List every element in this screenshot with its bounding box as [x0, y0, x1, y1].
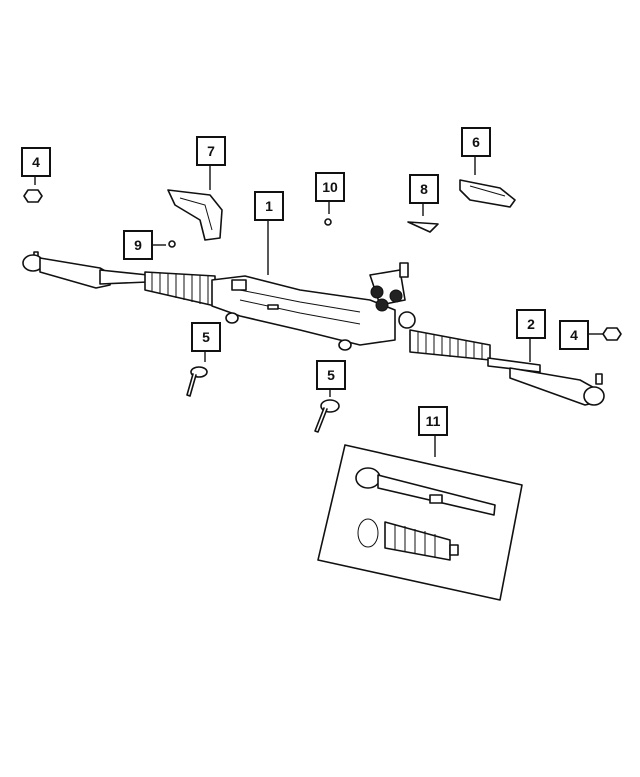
callout-4-left[interactable]: 4: [21, 147, 51, 177]
right-boot: [409, 329, 491, 361]
mounting-bolts: [186, 366, 340, 433]
callout-5-right[interactable]: 5: [316, 360, 346, 390]
left-boot: [144, 271, 216, 307]
callout-5-left[interactable]: 5: [191, 322, 221, 352]
small-hardware: [168, 218, 332, 248]
right-tie-rod-end: [487, 357, 605, 406]
callout-1[interactable]: 1: [254, 191, 284, 221]
rack-housing: [211, 262, 416, 351]
callout-9[interactable]: 9: [123, 230, 153, 260]
callout-11[interactable]: 11: [418, 406, 448, 436]
right-bracket: [459, 179, 516, 208]
shim: [407, 221, 439, 233]
callout-10[interactable]: 10: [315, 172, 345, 202]
inner-tie-rod-kit: [317, 444, 523, 601]
callout-7[interactable]: 7: [196, 136, 226, 166]
callout-2[interactable]: 2: [516, 309, 546, 339]
tie-rod-nuts: [23, 189, 622, 341]
callout-6[interactable]: 6: [461, 127, 491, 157]
bracket: [167, 189, 223, 241]
callout-4-right[interactable]: 4: [559, 320, 589, 350]
callout-8[interactable]: 8: [409, 174, 439, 204]
